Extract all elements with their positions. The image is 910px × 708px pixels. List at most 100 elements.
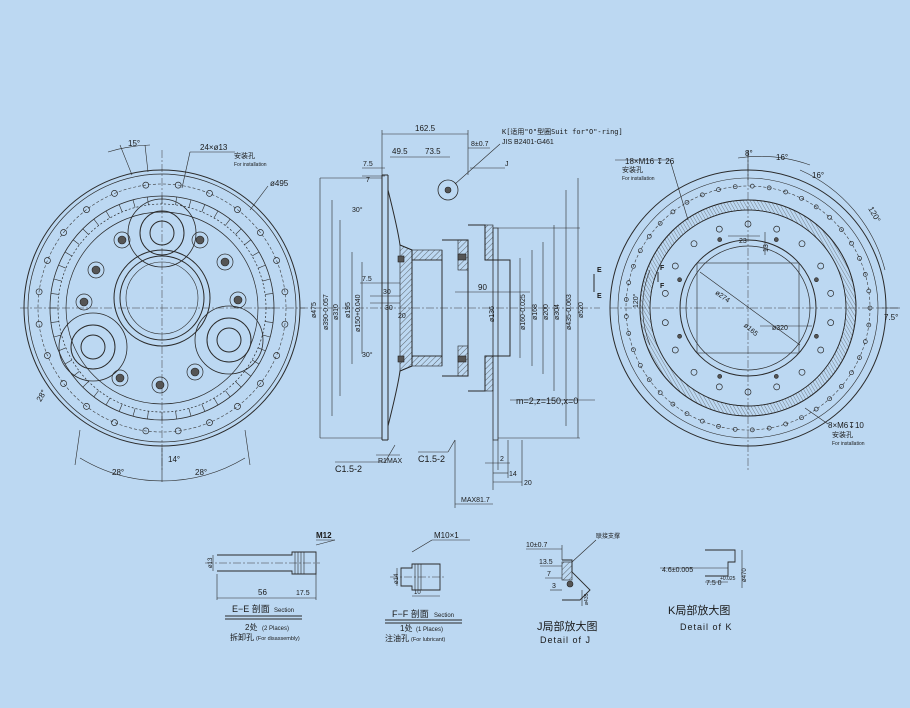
detail-e-e: M12 ø13 56 17.5 E−E 剖面 Section 2处 (2 Pla… bbox=[205, 531, 336, 642]
gear-tooth bbox=[105, 210, 111, 219]
dim-90: 90 bbox=[478, 283, 487, 292]
left-view: 15° 24×ø13 安装孔 For installation ø495 28°… bbox=[20, 139, 305, 482]
bolt-hole bbox=[83, 206, 90, 213]
j-dim-3: 3 bbox=[552, 583, 556, 590]
bolt-hole bbox=[814, 277, 819, 283]
gear-tooth bbox=[64, 251, 73, 257]
pin-hole bbox=[87, 261, 105, 279]
gear-tooth bbox=[132, 199, 136, 208]
bolt-hole bbox=[799, 415, 804, 421]
bolt-hole bbox=[35, 320, 43, 328]
dim-30a: 30 bbox=[383, 289, 391, 296]
bolt-hole bbox=[281, 288, 289, 296]
gear-tooth bbox=[225, 390, 231, 398]
bolt-hole bbox=[699, 418, 705, 424]
max-81-7: MAX81.7 bbox=[461, 497, 490, 504]
ee-places-en: (2 Places) bbox=[262, 626, 289, 632]
k-dim-7-5: 7.5 0 bbox=[706, 580, 722, 587]
left-angle-28c: 28° bbox=[35, 388, 49, 403]
j-dim-13-5: 13.5 bbox=[539, 559, 553, 566]
dia-435: ø435-0.063 bbox=[566, 294, 573, 330]
gear-tooth bbox=[64, 359, 73, 365]
dia-136: ø136 bbox=[489, 306, 496, 322]
ee-title-en: Section bbox=[274, 608, 294, 614]
gear-tooth bbox=[175, 196, 177, 205]
bolt-hole bbox=[732, 426, 738, 432]
bolt-hole bbox=[783, 189, 789, 195]
j-title-en: Detail of J bbox=[540, 635, 591, 645]
left-angle-14: 14° bbox=[168, 455, 180, 464]
j-dim-7: 7 bbox=[547, 571, 551, 578]
gear-tooth bbox=[257, 264, 266, 269]
pin-hole bbox=[186, 363, 204, 381]
bolt-hole bbox=[827, 214, 832, 220]
right-angle-120b: 120° bbox=[632, 293, 640, 308]
bolt-hole bbox=[817, 346, 825, 354]
bolt-hole bbox=[60, 229, 67, 236]
label-e2: E bbox=[597, 293, 602, 300]
bolt-hole bbox=[716, 187, 721, 192]
bolt-hole bbox=[839, 227, 844, 232]
gear-tooth bbox=[225, 218, 231, 226]
bolt-hole bbox=[717, 237, 723, 242]
dia-390: ø390-0.057 bbox=[323, 294, 330, 330]
dim-20: 20 bbox=[398, 313, 406, 320]
right-holes-spec: 18×M16 ↧ 26 bbox=[625, 157, 675, 166]
pin-hole bbox=[191, 231, 209, 249]
gear-tooth bbox=[118, 204, 123, 213]
ee-dim-56: 56 bbox=[258, 588, 267, 597]
k-title-en: Detail of K bbox=[680, 622, 733, 632]
dim-49-5: 49.5 bbox=[392, 147, 408, 156]
pin-hole bbox=[111, 369, 129, 387]
bolt-hole bbox=[862, 339, 868, 344]
bolt-hole bbox=[111, 190, 118, 197]
chamfer-2: C1.5-2 bbox=[418, 454, 445, 464]
bolt-hole bbox=[867, 305, 873, 311]
ff-title: F−F 剖面 bbox=[392, 608, 429, 619]
ee-m12: M12 bbox=[316, 531, 332, 540]
label-e1: E bbox=[597, 267, 602, 274]
bolt-hole bbox=[637, 248, 643, 254]
bolt-hole bbox=[773, 237, 779, 242]
bottom-holes-cn: 安装孔 bbox=[832, 430, 853, 439]
ee-places: 2处 bbox=[245, 622, 257, 632]
planet-gears bbox=[58, 198, 264, 382]
bolt-hole bbox=[827, 319, 835, 326]
pin-hole bbox=[155, 380, 165, 390]
bolt-hole bbox=[798, 240, 806, 248]
dia-160: ø160-0.025 bbox=[520, 294, 527, 330]
gear-tooth bbox=[58, 347, 67, 352]
right-angle-16b: 16° bbox=[812, 171, 824, 180]
bolt-hole bbox=[866, 322, 872, 328]
pin-hole bbox=[190, 367, 200, 377]
dia-304: ø304 bbox=[554, 304, 561, 320]
bolt-hole bbox=[749, 427, 755, 433]
pin-hole bbox=[220, 257, 230, 267]
pin-hole bbox=[233, 295, 243, 305]
dim-2: 2 bbox=[500, 456, 504, 463]
gear-tooth bbox=[188, 408, 192, 417]
bolt-hole bbox=[111, 419, 118, 426]
ee-purpose: 拆卸孔 bbox=[230, 632, 254, 642]
bolt-hole bbox=[257, 380, 264, 387]
dia-320: ø320 bbox=[772, 325, 788, 332]
j-d435: ø435 bbox=[584, 593, 590, 605]
bolt-hole bbox=[206, 419, 213, 426]
bolt-hole bbox=[849, 370, 854, 376]
right-angle-16a: 16° bbox=[776, 153, 788, 162]
pin-hole bbox=[216, 253, 234, 271]
dia-195: ø195 bbox=[345, 302, 352, 318]
angle-15-label: 15° bbox=[128, 139, 140, 148]
bolt-hole bbox=[174, 181, 182, 189]
dim-20b: 20 bbox=[524, 480, 532, 487]
gear-tooth bbox=[235, 381, 242, 388]
bolt-hole bbox=[690, 240, 698, 248]
right-view: 18×M16 ↧ 26 安装孔 For installation 8° 16° … bbox=[609, 149, 900, 470]
bolt-hole bbox=[857, 355, 862, 360]
left-holes-en: For installation bbox=[234, 162, 267, 168]
dia-310: ø310 bbox=[333, 304, 340, 320]
gear-tooth bbox=[213, 210, 219, 219]
bolt-hole bbox=[646, 233, 652, 239]
pin-hole bbox=[75, 293, 93, 311]
k-title: K局部放大图 bbox=[668, 603, 730, 617]
